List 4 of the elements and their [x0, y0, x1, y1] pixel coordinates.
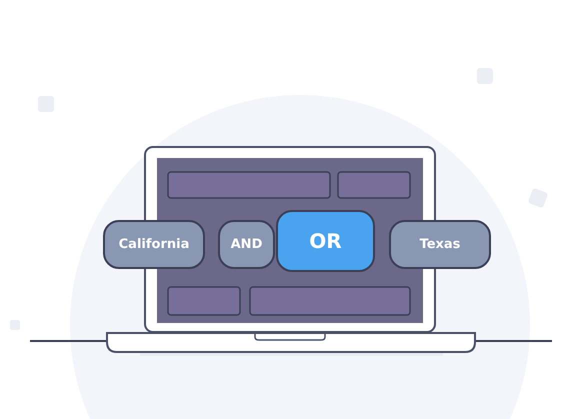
search-term-pill: Texas [389, 220, 491, 269]
search-term-pill: California [103, 220, 205, 269]
operator-pill: OR [276, 210, 375, 272]
operator-pill: AND [218, 220, 275, 269]
